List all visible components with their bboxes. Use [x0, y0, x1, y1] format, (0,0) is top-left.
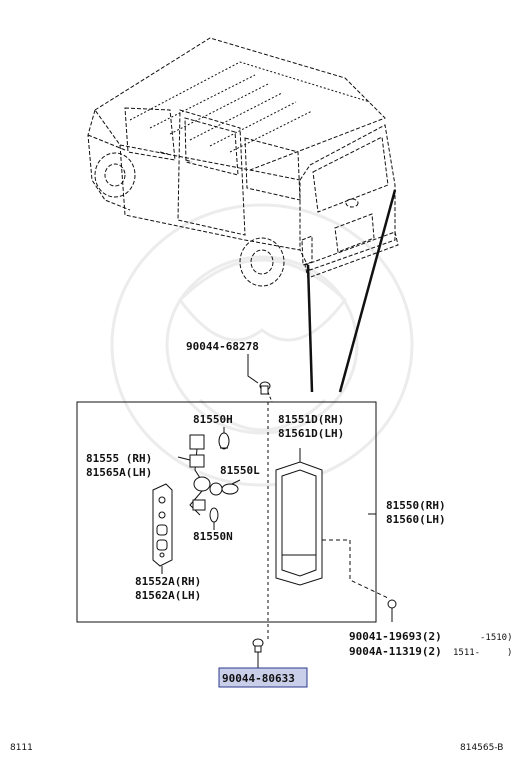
watermark-emblem [110, 203, 414, 487]
label-bulb-n[interactable]: 81550N [193, 530, 233, 543]
callout-lines [306, 189, 397, 393]
label-bolt-top[interactable]: 90044-68278 [186, 340, 259, 353]
label-screw-2[interactable]: 9004A-11319(2) [349, 645, 442, 658]
highlight-box [218, 667, 308, 688]
label-screw-1-range: -1510) [480, 633, 513, 643]
label-bulb-l[interactable]: 81550L [220, 464, 260, 477]
label-gasket-rh[interactable]: 81552A(RH) [135, 575, 201, 588]
label-socket-lh[interactable]: 81565A(LH) [86, 466, 152, 479]
tail-lamp-icon [275, 461, 323, 586]
label-bolt-bottom[interactable]: 90044-80633 [222, 672, 295, 685]
label-lens-lh[interactable]: 81561D(LH) [278, 427, 344, 440]
label-screw-1[interactable]: 90041-19693(2) [349, 630, 442, 643]
label-bulb-tail[interactable]: 81550H [193, 413, 233, 426]
bolt-bottom-icon [252, 638, 264, 653]
bolt-top-icon [259, 381, 271, 395]
label-screw-2-range: 1511- [453, 648, 480, 658]
van-illustration [87, 37, 399, 287]
label-socket-rh[interactable]: 81555 (RH) [86, 452, 152, 465]
label-lamp-lh[interactable]: 81560(LH) [386, 513, 446, 526]
label-screw-2-close: ) [507, 648, 512, 658]
label-lamp-rh[interactable]: 81550(RH) [386, 499, 446, 512]
bulb-h-icon [218, 432, 230, 450]
label-lens-rh[interactable]: 81551D(RH) [278, 413, 344, 426]
label-gasket-lh[interactable]: 81562A(LH) [135, 589, 201, 602]
bulb-l-icon [221, 483, 239, 495]
assembly-frame [76, 401, 377, 623]
socket-harness [177, 434, 223, 516]
bulb-n-icon [209, 507, 219, 523]
gasket-icon [152, 483, 173, 567]
screw-icon [387, 599, 397, 609]
footer-right-code: 814565-B [460, 743, 503, 753]
footer-left-code: 8111 [10, 743, 33, 753]
